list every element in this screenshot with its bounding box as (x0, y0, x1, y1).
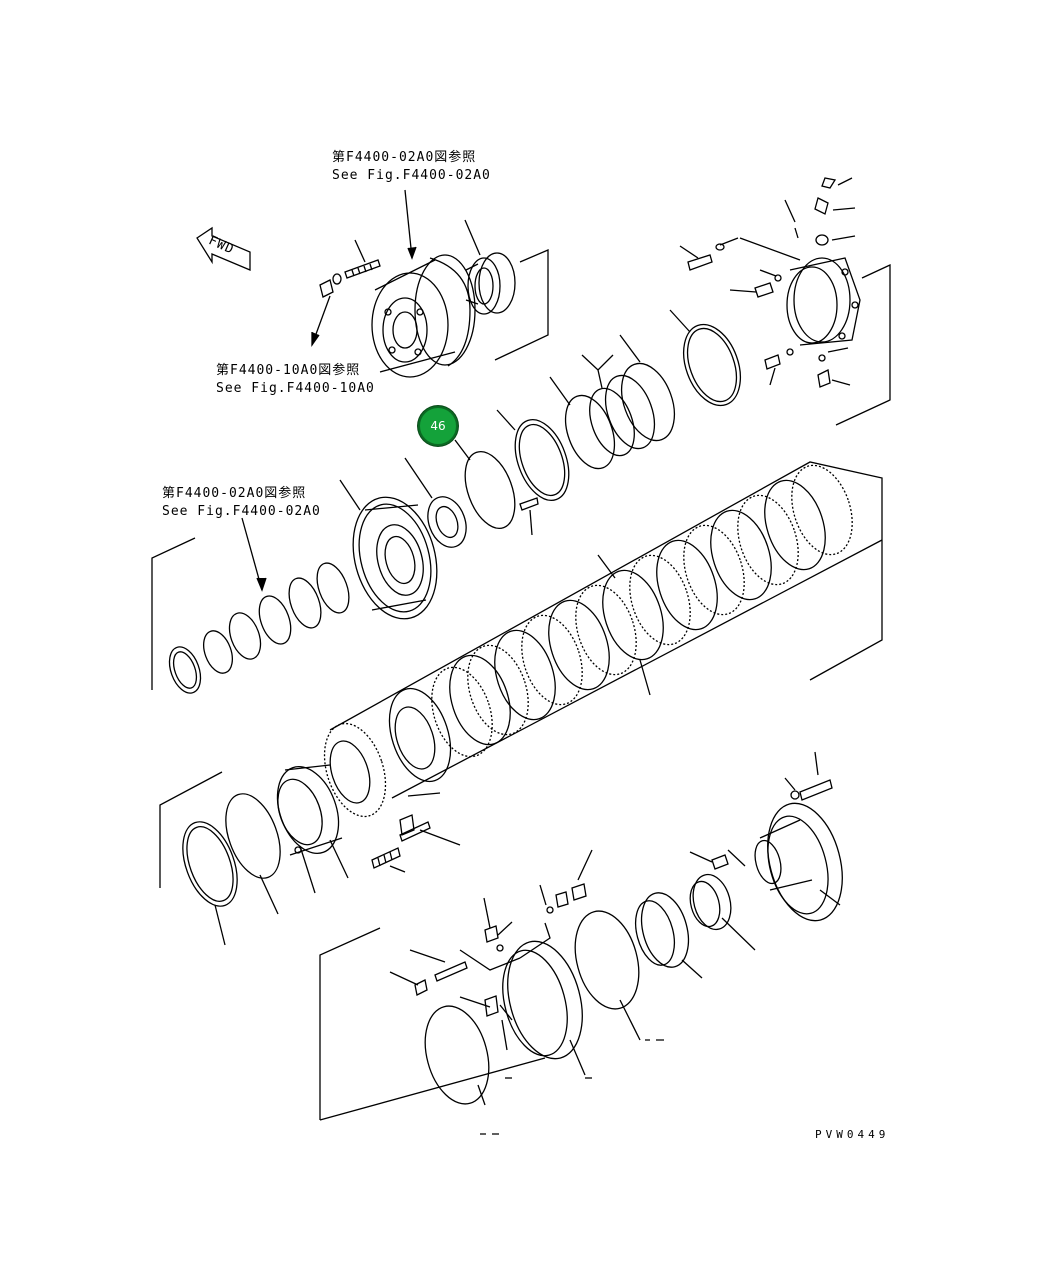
snap-ring-parts (464, 323, 741, 529)
small-bearing-part (427, 496, 467, 548)
top-reference-label-en: See Fig.F4400-02A0 (332, 168, 491, 183)
ring-gear-part (352, 496, 438, 620)
left-reference-label-en: See Fig.F4400-02A0 (162, 504, 321, 519)
piston-part (276, 764, 343, 856)
output-shaft-part (754, 802, 843, 922)
bearing-part (465, 252, 516, 315)
mid-reference-label-en: See Fig.F4400-10A0 (216, 381, 375, 396)
clutch-drum-part (502, 940, 583, 1060)
callout-46[interactable]: 46 (418, 406, 458, 446)
bolt-part (319, 239, 381, 298)
fwd-arrow-icon (196, 226, 251, 271)
mid-reference-label-jp: 第F4400-10A0図参照 (216, 363, 361, 378)
hub-drum-part (371, 254, 476, 378)
top-reference-label-jp: 第F4400-02A0図参照 (332, 150, 477, 165)
drawing-number: PVW0449 (815, 1128, 890, 1141)
left-reference-label-jp: 第F4400-02A0図参照 (162, 486, 307, 501)
cover-housing-part (786, 257, 861, 346)
clutch-disc-pack (323, 464, 853, 818)
seal-ring-parts (168, 562, 350, 694)
